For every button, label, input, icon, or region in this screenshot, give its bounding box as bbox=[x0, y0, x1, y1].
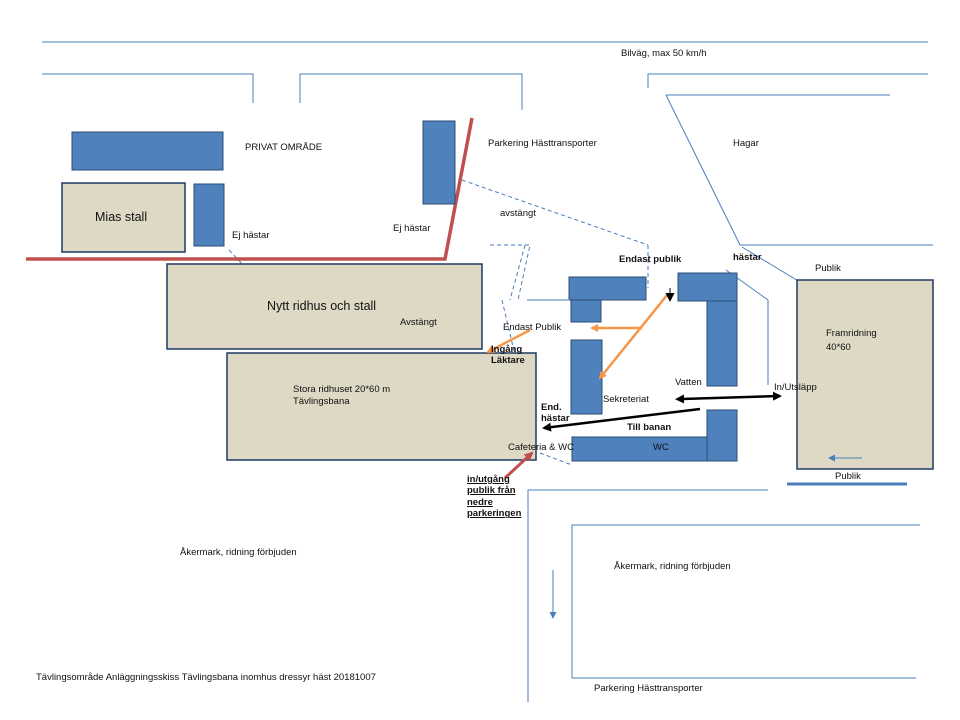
road-label: Bilväg, max 50 km/h bbox=[621, 48, 707, 59]
entrance-stands-label: Ingång Läktare bbox=[491, 344, 525, 367]
dashed-boundaries bbox=[228, 179, 649, 466]
trailer-parking-top-label: Parkering Hästtransporter bbox=[488, 138, 597, 149]
fence-diagonal-public bbox=[741, 246, 801, 283]
wc-label: WC bbox=[653, 442, 669, 453]
field-left-label: Åkermark, ridning förbjuden bbox=[180, 547, 297, 558]
trailer-parking-bottom-label: Parkering Hästtransporter bbox=[594, 683, 703, 694]
block-top-left-small bbox=[570, 299, 602, 323]
paddock-line-diagonal bbox=[665, 94, 741, 246]
road-edge-right-segment bbox=[647, 73, 928, 88]
black-arrow-to-arena bbox=[542, 407, 701, 432]
in-out-release-label: In/Utsläpp bbox=[774, 382, 817, 393]
new-arena-closed-label: Avstängt bbox=[400, 317, 437, 328]
private-area-label: PRIVAT OMRÅDE bbox=[245, 142, 323, 153]
cafeteria-label: Cafeteria & WC bbox=[508, 442, 574, 453]
no-horses-mid-label: Ej hästar bbox=[393, 223, 431, 234]
horses-only-label: End. hästar bbox=[541, 402, 570, 425]
orange-arrow-entrance bbox=[486, 328, 531, 354]
field-right-label: Åkermark, ridning förbjuden bbox=[614, 561, 731, 572]
paddocks-label: Hagar bbox=[733, 138, 759, 149]
path-lower-right bbox=[571, 524, 920, 678]
stable-blocks bbox=[71, 120, 738, 462]
path-lower-left bbox=[527, 489, 768, 702]
water-label: Vatten bbox=[675, 377, 702, 388]
main-arena-label: Stora ridhuset 20*60 m Tävlingsbana bbox=[293, 384, 391, 407]
warmup-label: Framridning 40*60 bbox=[826, 328, 877, 353]
closed-top-label: avstängt bbox=[500, 208, 536, 219]
block-private-long bbox=[71, 131, 224, 171]
mias-stall-building bbox=[61, 182, 186, 253]
new-arena-building bbox=[166, 263, 483, 350]
new-arena-label: Nytt ridhus och stall bbox=[267, 299, 377, 313]
block-left-vertical bbox=[570, 339, 603, 415]
road-edge-left-segment bbox=[42, 73, 254, 103]
block-bottom-horizontal bbox=[571, 436, 711, 462]
orange-arrow-diagonal bbox=[598, 293, 669, 380]
public-only-mid-label: Endast Publik bbox=[503, 322, 562, 333]
footer-caption: Tävlingsområde Anläggningsskiss Tävlings… bbox=[36, 672, 376, 683]
block-tall-top bbox=[422, 120, 456, 205]
black-double-arrow bbox=[675, 391, 782, 404]
public-bottom-right-label: Publik bbox=[835, 471, 861, 482]
block-right-vertical bbox=[706, 300, 738, 387]
warmup-arena bbox=[796, 279, 934, 470]
block-top-left-horizontal bbox=[568, 276, 647, 301]
block-top-right-horizontal bbox=[677, 272, 738, 302]
dashed-line-top bbox=[461, 179, 649, 246]
public-top-right-label: Publik bbox=[815, 263, 841, 274]
dashed-line-cafe bbox=[539, 452, 573, 466]
mias-stall-label: Mias stall bbox=[95, 210, 148, 224]
dashed-stand-right bbox=[517, 244, 531, 301]
block-small-left bbox=[193, 183, 225, 247]
public-only-top-label: Endast publik bbox=[619, 254, 682, 265]
public-entrance-label: in/utgång publik från nedre parkeringen bbox=[467, 474, 522, 520]
no-horses-left-label: Ej hästar bbox=[232, 230, 270, 241]
red-arrow-public-entrance bbox=[503, 451, 534, 480]
horses-top-label: hästar bbox=[733, 252, 762, 263]
dashed-line-lane bbox=[501, 299, 516, 356]
secretariat-label: Sekreteriat bbox=[603, 394, 649, 405]
block-bottom-right-vertical bbox=[706, 409, 738, 462]
road-edge-mid-segment bbox=[299, 73, 523, 110]
fence-line bbox=[26, 117, 474, 261]
to-arena-label: Till banan bbox=[627, 422, 672, 433]
main-arena-building bbox=[226, 352, 537, 461]
